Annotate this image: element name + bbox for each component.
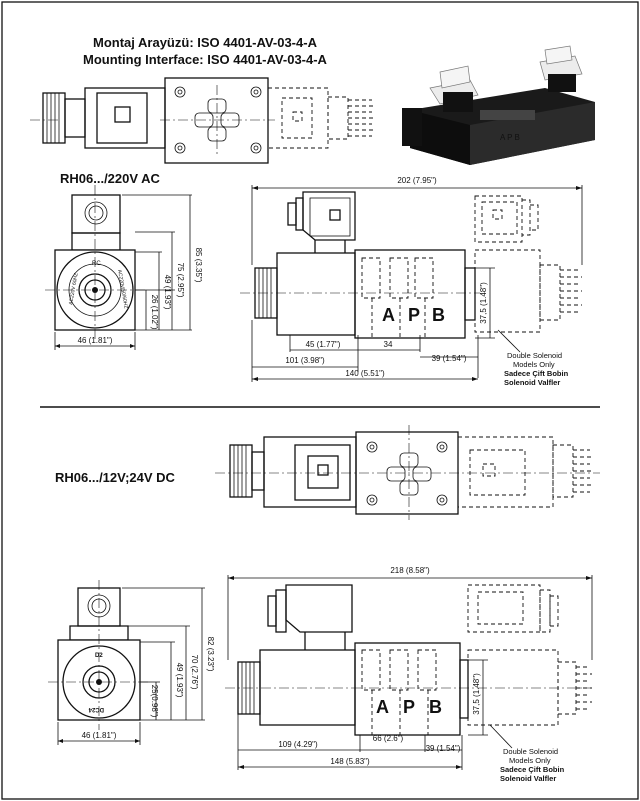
ac-dim-h26: 26 (1.02") [150, 295, 159, 330]
mounting-interface-title-en: Mounting Interface: ISO 4401-AV-03-4-A [83, 52, 328, 67]
dc-note-3: Sadece Çift Bobin [500, 765, 565, 774]
ac-note-4: Solenoid Valfler [504, 378, 560, 387]
dc-port-a: A [376, 697, 389, 717]
ac-port-b: B [432, 305, 445, 325]
dc-dim-total: 148 (5.83") [330, 757, 370, 766]
ac-coil-text-left: AC220V 60HZ [68, 273, 80, 306]
dc-section-label: RH06.../12V;24V DC [55, 470, 176, 485]
ac-note-1: Double Solenoid [507, 351, 562, 360]
dc-note-2: Models Only [509, 756, 551, 765]
ac-note-2: Models Only [513, 360, 555, 369]
ac-side-view: A P B [240, 191, 582, 339]
dc-dim-h25: 25(0.98") [150, 685, 159, 718]
ac-coil-text-top: RC [92, 261, 101, 267]
ac-dim-101: 101 (3.98") [285, 356, 325, 365]
dc-side-view: A P B [225, 584, 592, 736]
ac-dim-total: 140 (5.51") [345, 369, 385, 378]
ac-end-view: AC220V 60HZ AC220V/50/60HZ RC [45, 185, 145, 340]
ac-dim-h75: 75 (2.95") [176, 263, 185, 298]
valve-product-illustration: A P B [402, 45, 595, 165]
ac-port-a: A [382, 305, 395, 325]
dc-note-4: Solenoid Valfler [500, 774, 556, 783]
ac-section-label: RH06.../220V AC [60, 171, 161, 186]
ac-dim-h49: 49 (1.93") [163, 275, 172, 310]
ac-dim-45: 45 (1.77") [306, 340, 341, 349]
ac-dim-end-width: 46 (1.81") [78, 336, 113, 345]
svg-text:A P B: A P B [500, 133, 520, 142]
dc-top-plan-view [215, 425, 600, 520]
dc-coil-text-top: D2 [95, 653, 103, 659]
top-plan-view [30, 77, 374, 164]
dc-dim-109: 109 (4.29") [278, 740, 318, 749]
ac-dim-overall: 202 (7.95") [397, 176, 437, 185]
dc-dim-39: 39 (1.54") [426, 744, 461, 753]
ac-dim-37-5: 37,5 (1.48") [479, 282, 488, 324]
ac-note-3: Sadece Çift Bobin [504, 369, 569, 378]
dc-dim-end-width: 46 (1.81") [82, 731, 117, 740]
dc-dim-overall: 218 (8.58") [390, 566, 430, 575]
ac-dim-39: 39 (1.54") [432, 354, 467, 363]
dc-dim-37-5: 37,5 (1.48") [472, 673, 481, 715]
dc-port-p: P [403, 697, 415, 717]
dc-note-1: Double Solenoid [503, 747, 558, 756]
dc-dim-h49: 49 (1.93") [175, 663, 184, 698]
dc-coil-text-bottom: DC24 [88, 706, 104, 712]
dc-dim-66: 66 (2.6") [373, 734, 404, 743]
dc-side-dimensions: 218 (8.58") 109 (4.29") 66 (2.6") 39 (1.… [227, 566, 593, 783]
mounting-interface-title-tr: Montaj Arayüzü: ISO 4401-AV-03-4-A [93, 35, 318, 50]
ac-end-dimensions: 46 (1.81") 85 (3.35") 75 (2.95") 49 (1.9… [54, 194, 203, 350]
ac-side-dimensions: 202 (7.95") 45 (1.77") 34 39 (1.54") 101… [251, 176, 583, 387]
dc-end-view: D2 DC24 [48, 580, 150, 730]
dc-dim-h82: 82 (3.23") [206, 637, 215, 672]
ac-dim-34: 34 [384, 340, 393, 349]
dc-dim-h70: 70 (2.76") [190, 655, 199, 690]
dc-end-dimensions: 46 (1.81") 82 (3.23") 70 (2.76") 49 (1.9… [57, 587, 215, 745]
dc-port-b: B [429, 697, 442, 717]
ac-port-p: P [408, 305, 420, 325]
ac-dim-h85: 85 (3.35") [194, 248, 203, 283]
